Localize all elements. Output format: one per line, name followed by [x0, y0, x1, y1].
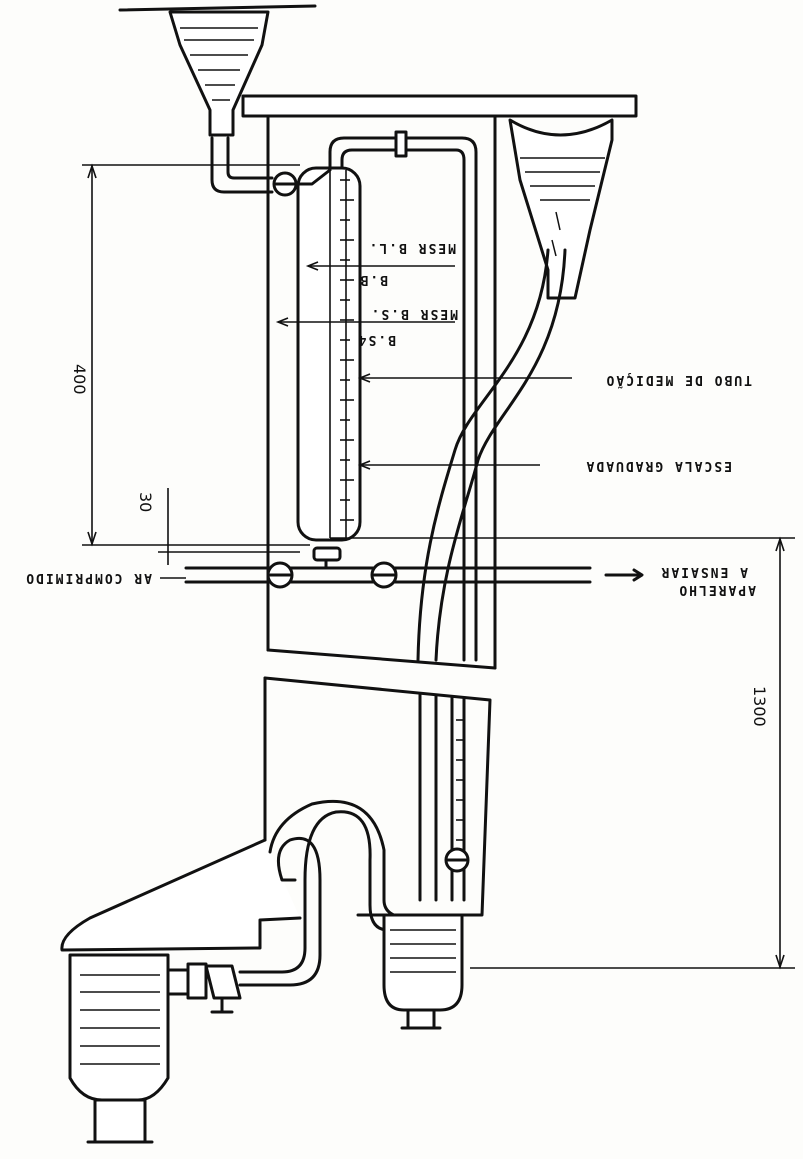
upper-valve: [272, 168, 332, 197]
label-compressed-air: AR COMPRIMIDO: [24, 570, 152, 585]
upper-panel: [266, 114, 497, 670]
text-labels: MESR B.L. B.B MESR B.S. B.S4 TUBO DE MED…: [24, 240, 769, 727]
label-graduated-scale: ESCALA GRADUADA: [585, 458, 732, 473]
label-sensor-2: MESR B.S.: [370, 306, 458, 321]
graduated-scale-ticks: [340, 179, 354, 521]
lower-panel: [263, 676, 492, 917]
dimension-1300: 1300: [750, 686, 769, 727]
dimension-30: 30: [136, 492, 155, 512]
label-to-test-2: APARELHO: [677, 582, 756, 597]
dimension-lines: [82, 163, 795, 970]
label-measuring-tube: TUBO DE MEDIÇÃO: [605, 372, 752, 388]
base-platform: [60, 838, 302, 952]
label-sensor-1: MESR B.L.: [368, 240, 456, 255]
label-sensor-1-value: B.B: [359, 272, 388, 287]
top-connecting-pipe: [328, 130, 478, 662]
s-hose: [238, 799, 414, 987]
air-line: [184, 558, 644, 589]
label-to-test-1: A ENSAIAR: [660, 564, 748, 579]
top-right-reservoir: [508, 118, 614, 300]
measuring-tube: [296, 166, 362, 562]
label-sensor-2-value: B.S4: [357, 332, 396, 347]
lower-right-cup: [382, 913, 464, 1030]
top-left-reservoir: [118, 4, 317, 194]
top-shelf: [241, 94, 638, 118]
leader-lines: [160, 261, 572, 579]
dimension-400: 400: [70, 364, 89, 395]
lower-left-reservoir: [68, 953, 242, 1144]
